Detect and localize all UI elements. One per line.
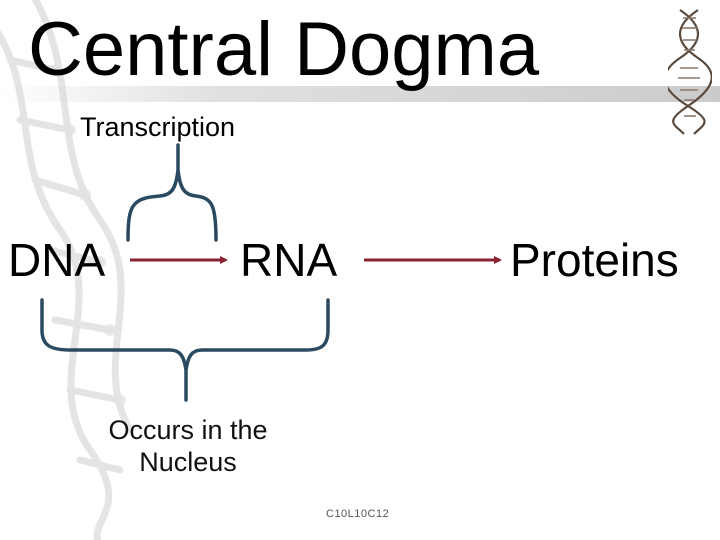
node-rna: RNA [240, 234, 338, 286]
slide-code: C10L10C12 [326, 508, 390, 520]
dna-helix-icon [668, 9, 712, 135]
nucleus-location-label: Occurs in the Nucleus [78, 414, 298, 478]
node-proteins: Proteins [510, 234, 679, 286]
node-dna: DNA [8, 234, 106, 286]
location-line-2: Nucleus [139, 447, 237, 477]
title-underline-bar [0, 86, 720, 102]
slide-title: Central Dogma [28, 7, 540, 92]
location-line-1: Occurs in the [108, 415, 268, 445]
transcription-label: Transcription [80, 112, 236, 142]
nucleus-brace [40, 298, 330, 402]
transcription-brace [126, 143, 218, 242]
